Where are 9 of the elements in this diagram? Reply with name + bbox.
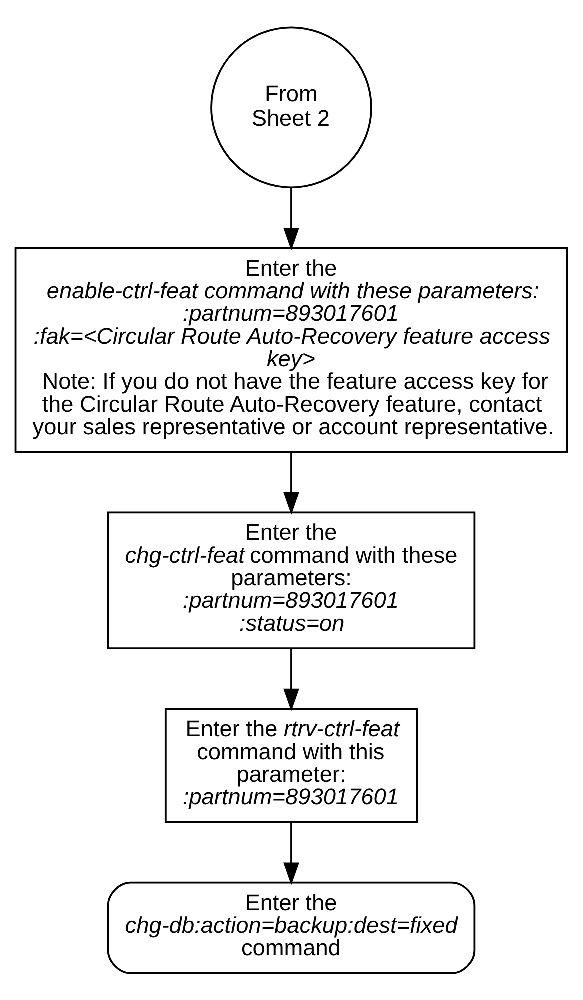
- node-circle: From Sheet 2: [210, 26, 372, 188]
- node-box: Enter the enable-ctrl-feat command with these parameters: :partnum=893017601 :fak=<Circular Route Auto-Recovery feature access key> Note: If you do not have the feature access key for the Circular Route Auto-Recovery feature, contact your sales representative or account representative.: [14, 246, 568, 453]
- node-box: Enter the chg-db:action=backup:dest=fixed command: [107, 881, 476, 974]
- arrow: [284, 188, 300, 250]
- arrow: [284, 452, 300, 514]
- arrow: [284, 822, 300, 885]
- arrow: [284, 648, 300, 712]
- node-box: Enter the chg-ctrl-feat command with these parameters: :partnum=893017601 :status=on: [107, 511, 476, 650]
- node-box: Enter the rtrv-ctrl-feat command with this parameter: :partnum=893017601: [164, 708, 418, 823]
